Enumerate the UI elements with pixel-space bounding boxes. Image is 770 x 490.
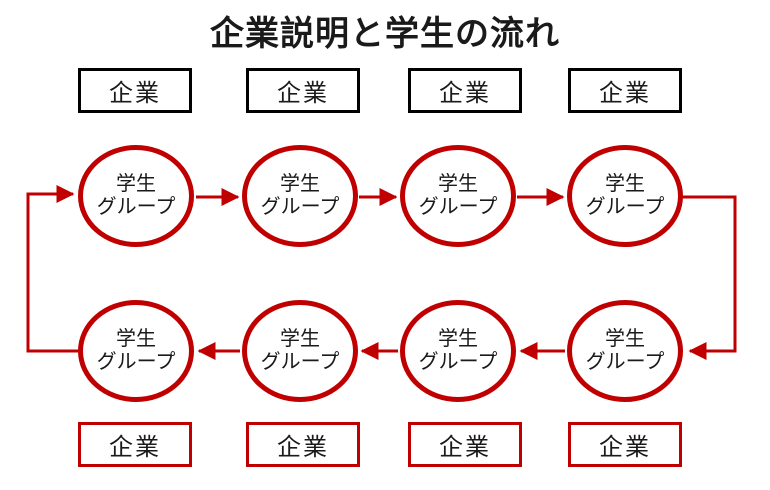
company-box-bottom-1: 企業 (78, 422, 192, 467)
student-group-line1: 学生 (116, 173, 156, 195)
company-label: 企業 (109, 434, 161, 461)
student-group-line2: グループ (418, 196, 498, 218)
company-label: 企業 (599, 434, 651, 461)
student-group-line1: 学生 (438, 328, 478, 350)
company-box-bottom-2: 企業 (246, 422, 360, 467)
student-group-line1: 学生 (116, 328, 156, 350)
company-box-bottom-4: 企業 (568, 422, 682, 467)
student-group-circle-bottom-4: 学生 グループ (567, 300, 683, 402)
diagram-title: 企業説明と学生の流れ (210, 15, 560, 53)
student-group-line1: 学生 (605, 173, 645, 195)
company-label: 企業 (277, 434, 329, 461)
company-box-top-4: 企業 (568, 68, 682, 113)
company-box-bottom-3: 企業 (408, 422, 522, 467)
student-group-line2: グループ (585, 351, 665, 373)
company-box-top-3: 企業 (408, 68, 522, 113)
student-group-circle-top-4: 学生 グループ (567, 145, 683, 247)
student-group-line2: グループ (96, 351, 176, 373)
connector-left-up (26, 185, 79, 353)
student-group-line1: 学生 (605, 328, 645, 350)
student-group-line1: 学生 (280, 173, 320, 195)
company-label: 企業 (439, 80, 491, 107)
company-label: 企業 (599, 80, 651, 107)
company-box-top-2: 企業 (246, 68, 360, 113)
company-label: 企業 (277, 80, 329, 107)
company-box-top-1: 企業 (78, 68, 192, 113)
student-group-circle-top-3: 学生 グループ (400, 145, 516, 247)
student-group-line1: 学生 (280, 328, 320, 350)
student-group-circle-bottom-1: 学生 グループ (78, 300, 194, 402)
student-group-line2: グループ (260, 196, 340, 218)
company-label: 企業 (109, 80, 161, 107)
student-group-circle-bottom-3: 学生 グループ (400, 300, 516, 402)
student-group-line2: グループ (260, 351, 340, 373)
student-group-line2: グループ (418, 351, 498, 373)
student-group-circle-top-1: 学生 グループ (78, 145, 194, 247)
student-group-line2: グループ (96, 196, 176, 218)
student-group-line1: 学生 (438, 173, 478, 195)
student-group-line2: グループ (585, 196, 665, 218)
student-group-circle-bottom-2: 学生 グループ (242, 300, 358, 402)
connector-right-down (682, 195, 737, 360)
company-label: 企業 (439, 434, 491, 461)
student-group-circle-top-2: 学生 グループ (242, 145, 358, 247)
